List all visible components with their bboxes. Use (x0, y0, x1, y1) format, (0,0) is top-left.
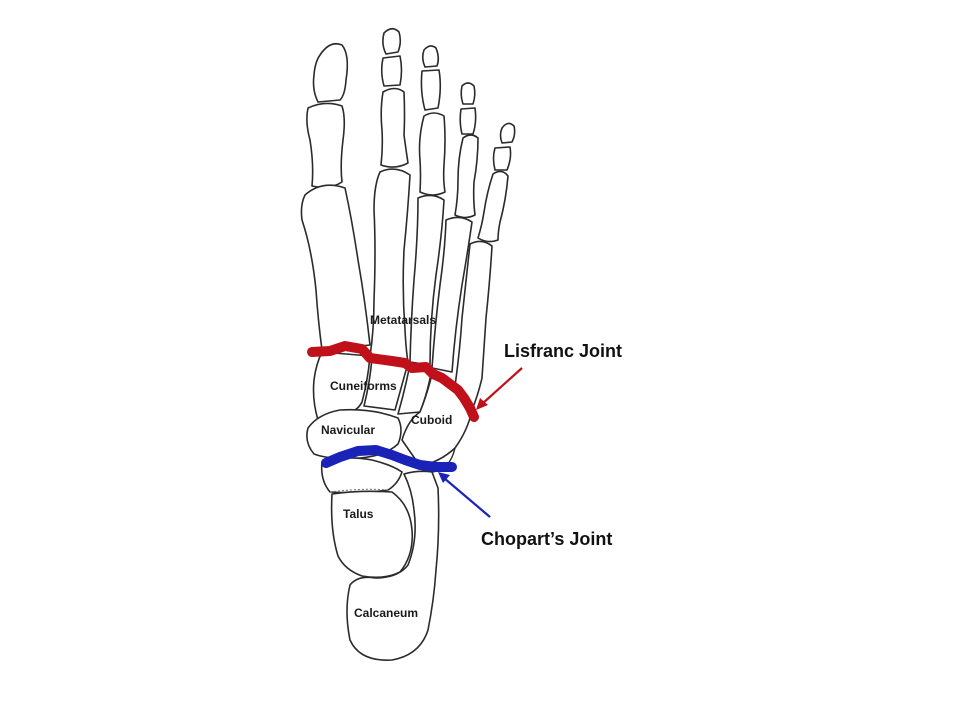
cuneiforms-label: Cuneiforms (330, 379, 397, 393)
third-toe-proximal-phalanx (418, 112, 446, 196)
lisfranc-joint: Lisfranc Joint (307, 341, 622, 422)
third-toe-middle-phalanx (420, 69, 442, 111)
second-toe-proximal-phalanx (380, 87, 409, 168)
talus-neck-line (329, 488, 391, 493)
first-metatarsal (300, 184, 371, 351)
calcaneum-bone (346, 470, 440, 661)
intermediate-cuneiform (363, 357, 409, 411)
chopart-joint-label: Chopart’s Joint (481, 529, 612, 549)
talus-body (330, 490, 414, 579)
big-toe-distal-phalanx (312, 42, 349, 103)
fourth-toe-proximal-phalanx (454, 134, 479, 219)
fourth-metatarsal (431, 216, 473, 373)
lisfranc-joint-line (307, 341, 479, 422)
fifth-toe-proximal-phalanx (477, 170, 509, 243)
lisfranc-arrow (481, 367, 523, 405)
cuboid-label: Cuboid (411, 413, 452, 427)
metatarsal-bones (300, 168, 493, 411)
chopart-arrowhead (438, 472, 450, 483)
bone-labels: Metatarsals Cuneiforms Cuboid Navicular … (321, 313, 452, 620)
talus-head (320, 457, 403, 494)
metatarsals-label: Metatarsals (370, 313, 436, 327)
third-metatarsal (409, 194, 445, 366)
second-toe-middle-phalanx (380, 55, 403, 87)
fourth-toe-distal-phalanx (460, 82, 476, 105)
fourth-toe-middle-phalanx (459, 107, 477, 135)
lisfranc-arrowhead (476, 398, 488, 410)
fifth-metatarsal (454, 240, 493, 411)
fifth-toe-middle-phalanx (492, 146, 512, 171)
chopart-arrow (443, 477, 491, 518)
calcaneum-label: Calcaneum (354, 606, 418, 620)
navicular-label: Navicular (321, 423, 375, 437)
big-toe-proximal-phalanx (306, 102, 346, 189)
lisfranc-joint-label: Lisfranc Joint (504, 341, 622, 361)
fifth-toe-distal-phalanx (499, 122, 516, 144)
phalanges (306, 27, 516, 243)
chopart-joint-line (321, 445, 457, 472)
second-toe-distal-phalanx (382, 27, 402, 55)
chopart-joint: Chopart’s Joint (321, 445, 612, 549)
second-metatarsal (369, 168, 411, 363)
third-toe-distal-phalanx (421, 45, 440, 68)
talus-label: Talus (343, 507, 374, 521)
